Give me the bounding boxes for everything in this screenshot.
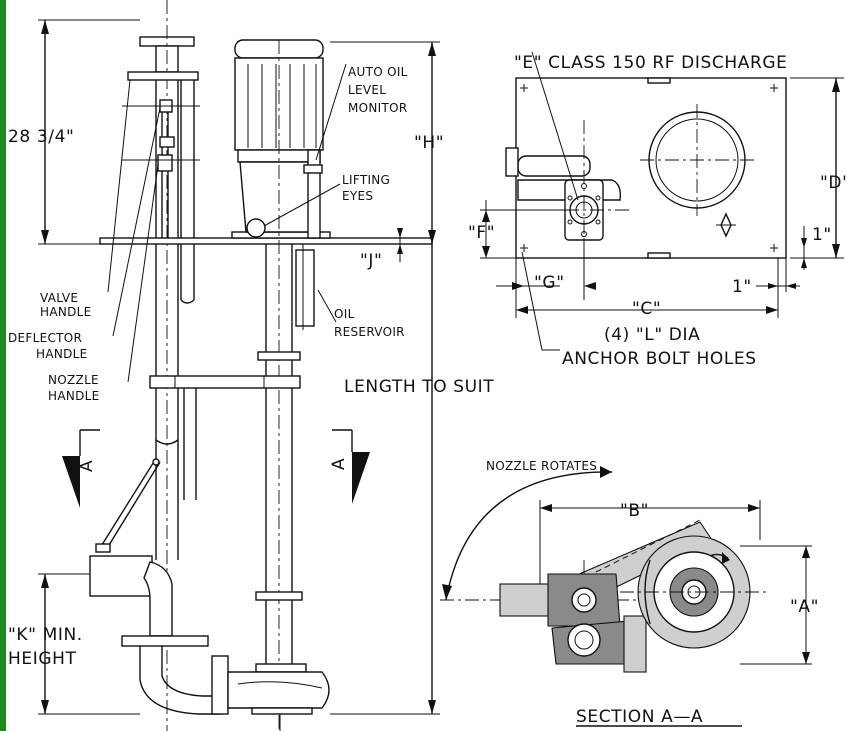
valve-handle-label-2: HANDLE xyxy=(40,305,92,319)
lifting-eyes-label-2: EYES xyxy=(342,189,373,203)
k-min-height-label-2: HEIGHT xyxy=(8,649,76,669)
one-inch-bottom-label: 1" xyxy=(732,277,752,297)
elevation-view xyxy=(38,0,440,731)
nozzle-rotates-label: NOZZLE ROTATES xyxy=(486,459,597,473)
k-min-height-label-1: "K" MIN. xyxy=(8,625,83,645)
deflector-handle-label-1: DEFLECTOR xyxy=(8,331,82,345)
f-dimension-label: "F" xyxy=(468,223,495,243)
oil-reservoir-label-1: OIL xyxy=(334,307,355,321)
nozzle-handle-label-2: HANDLE xyxy=(48,389,100,403)
anchor-bolts-label-1: (4) "L" DIA xyxy=(604,325,700,345)
auto-oil-label-1: AUTO OIL xyxy=(348,65,408,79)
section-title: SECTION A—A xyxy=(576,707,703,727)
discharge-label: "E" CLASS 150 RF DISCHARGE xyxy=(514,53,787,73)
nozzle-handle-label-1: NOZZLE xyxy=(48,373,99,387)
height-28-label: 28 3/4" xyxy=(8,127,74,147)
j-dimension-label: "J" xyxy=(360,251,382,271)
lifting-eyes-label-1: LIFTING xyxy=(342,173,390,187)
length-to-suit-label: LENGTH TO SUIT xyxy=(344,377,494,397)
one-inch-right-label: 1" xyxy=(812,225,832,245)
b-dimension-label: "B" xyxy=(620,501,649,521)
deflector-handle-label-2: HANDLE xyxy=(36,347,88,361)
section-a-left-label: A xyxy=(77,460,97,472)
oil-reservoir-label-2: RESERVOIR xyxy=(334,325,405,339)
a-dimension-label: "A" xyxy=(790,597,819,617)
section-a-a-view xyxy=(440,466,812,673)
section-a-right-label: A xyxy=(329,458,349,470)
anchor-bolts-label-2: ANCHOR BOLT HOLES xyxy=(562,349,757,369)
auto-oil-label-3: MONITOR xyxy=(348,101,408,115)
left-border-strip xyxy=(0,0,6,731)
d-dimension-label: "D" xyxy=(820,173,846,193)
auto-oil-label-2: LEVEL xyxy=(348,83,386,97)
g-dimension-label: "G" xyxy=(534,273,565,293)
c-dimension-label: "C" xyxy=(632,299,661,319)
h-dimension-label: "H" xyxy=(414,133,444,153)
valve-handle-label-1: VALVE xyxy=(40,291,78,305)
plan-view xyxy=(480,51,844,351)
